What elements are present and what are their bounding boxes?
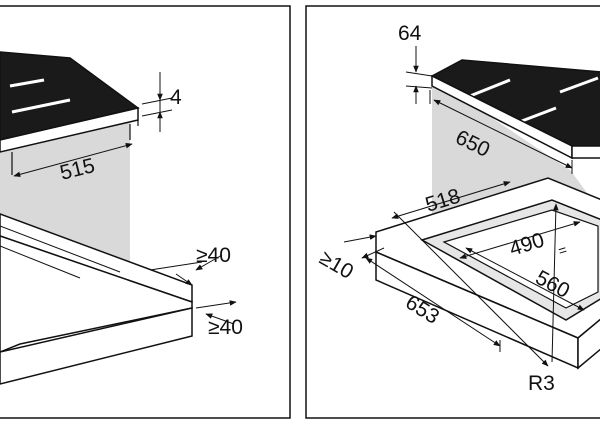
dim-min-clearance: ≥10 bbox=[316, 246, 358, 283]
right-hob-zone-line bbox=[559, 76, 599, 94]
left-panel: 4 515 ≥40 ≥40 bbox=[0, 5, 291, 419]
right-panel: 64 650 518 490 = 560 ≥10 653 bbox=[305, 5, 600, 419]
dim-clearance-bottom: ≥40 bbox=[208, 316, 243, 339]
right-hob-zone-line bbox=[469, 78, 511, 98]
right-panel-frame bbox=[305, 5, 600, 419]
left-hob-zone-line bbox=[11, 98, 71, 114]
left-panel-frame bbox=[0, 5, 291, 419]
left-worktop-front bbox=[0, 307, 193, 385]
dim-top-height: 64 bbox=[398, 22, 422, 45]
dim-clearance-top: ≥40 bbox=[196, 244, 231, 267]
dim-thickness: 4 bbox=[170, 86, 182, 109]
left-hob-zone-line bbox=[9, 78, 45, 88]
dim-corner-radius: R3 bbox=[528, 372, 555, 395]
